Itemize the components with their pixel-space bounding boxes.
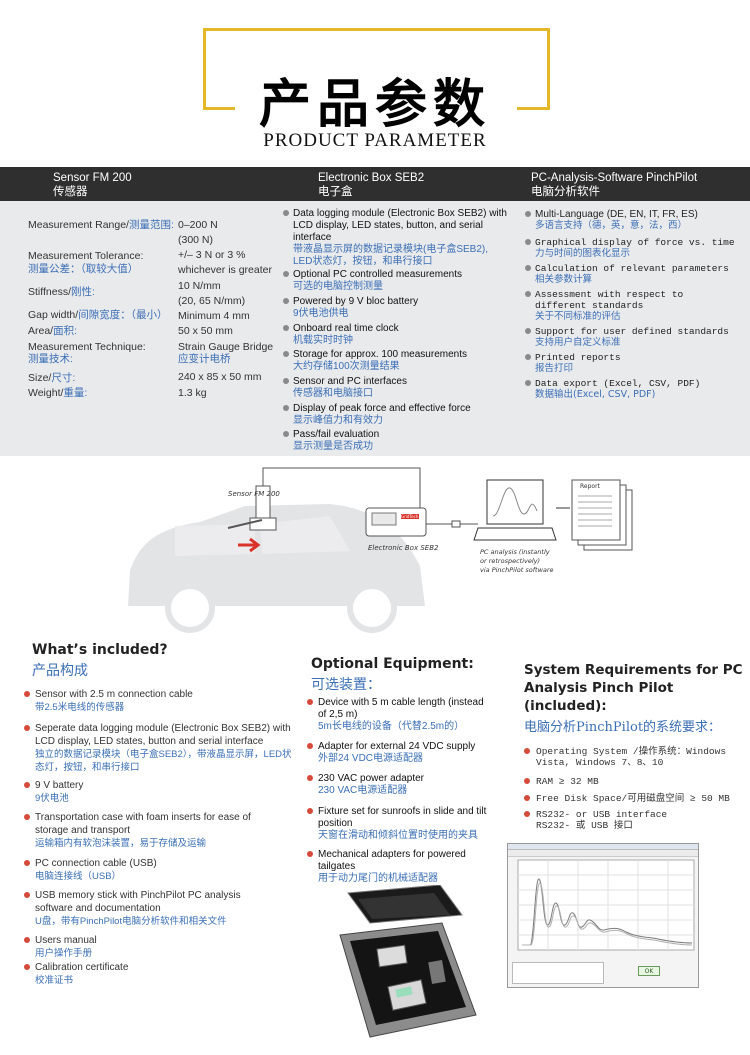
page-title: 产品参数 <box>258 74 491 135</box>
spec-weight-value: 1.3 kg <box>178 387 207 399</box>
included-title: What’s included? <box>32 642 168 658</box>
software-feature: Assessment with respect to different sta… <box>525 289 740 322</box>
spec-area-label: Area/面积: <box>28 325 78 337</box>
pc-label-2: or retrospectively) <box>480 557 540 565</box>
software-force-graph <box>517 859 695 951</box>
sensor-label: Sensor FM 200 <box>228 490 280 498</box>
included-item: Transportation case with foam inserts fo… <box>24 811 275 850</box>
spec-technique-value: Strain Gauge Bridge <box>178 341 274 353</box>
report-icon <box>571 479 621 541</box>
page-subtitle: PRODUCT PARAMETER <box>263 130 487 151</box>
optional-title-cn: 可选装置： <box>311 677 381 693</box>
box-feature: Data logging module (Electronic Box SEB2… <box>283 208 508 268</box>
report-label: Report <box>580 483 601 490</box>
spec-tolerance-value: +/– 3 N or 3 % <box>178 249 246 261</box>
software-menubar <box>508 850 698 857</box>
spec-size-value: 240 x 85 x 50 mm <box>178 371 262 383</box>
included-item: USB memory stick with PinchPilot PC anal… <box>24 889 260 928</box>
spec-gap-value: Minimum 4 mm <box>178 310 250 322</box>
spec-tolerance-label: Measurement Tolerance: <box>28 250 144 262</box>
optional-title: Optional Equipment: <box>311 656 474 672</box>
included-item: PC connection cable (USB)电脑连接线（USB） <box>24 857 290 883</box>
software-feature: Multi-Language (DE, EN, IT, FR, ES)多语言支持… <box>525 209 740 231</box>
spec-stiffness-value: 10 N/mm <box>178 280 221 292</box>
included-item: Seperate data logging module (Electronic… <box>24 722 293 774</box>
spec-technique-value-cn: 应变计电桥 <box>178 353 231 365</box>
requirements-title-cn: 电脑分析PinchPilot的系统要求： <box>524 720 722 735</box>
spec-technique-label-cn: 测量技术: <box>28 353 73 365</box>
car-wheel-front <box>165 583 215 633</box>
requirement-item: Free Disk Space/可用磁盘空间 ≥ 50 MB <box>524 793 741 804</box>
optional-item: Mechanical adapters for powered tailgate… <box>307 849 493 885</box>
software-window: OK <box>507 843 699 988</box>
spec-stiffness-value2: (20, 65 N/mm) <box>178 295 246 307</box>
spec-weight-label: Weight/重量: <box>28 387 88 399</box>
optional-item: Device with 5 m cable length (instead of… <box>307 697 493 733</box>
brand-logo: GridTech <box>401 514 419 519</box>
optional-item: Fixture set for sunroofs in slide and ti… <box>307 806 493 842</box>
spec-gap-label: Gap width/间隙宽度：（最小） <box>28 309 168 321</box>
spec-stiffness-label: Stiffness/刚性: <box>28 286 95 298</box>
requirement-item: Operating System /操作系统：Windows Vista, Wi… <box>524 746 741 768</box>
spec-table: Measurement Range/测量范围: 0–200 N (300 N) … <box>0 201 750 456</box>
software-titlebar <box>508 844 698 850</box>
requirement-item: RS232- or USB interface RS232- 或 USB 接口 <box>524 809 696 831</box>
setup-diagram: Sensor FM 200 GridTech Electronic Box SE… <box>128 467 633 633</box>
software-feature: Data export (Excel, CSV, PDF)数据输出(Excel,… <box>525 378 740 400</box>
requirements-title: System Requirements for PC Analysis Pinc… <box>524 662 743 714</box>
car-wheel-rear <box>347 583 397 633</box>
spec-area-value: 50 x 50 mm <box>178 325 233 337</box>
spec-tolerance-label-cn: 测量公差：（取较大值） <box>28 263 139 275</box>
carrying-case-image <box>339 885 477 1038</box>
box-label: Electronic Box SEB2 <box>368 544 439 552</box>
spec-tolerance-value2: whichever is greater <box>178 264 272 276</box>
box-feature: Display of peak force and effective forc… <box>283 403 508 427</box>
included-title-cn: 产品构成 <box>32 663 88 679</box>
spec-technique-label: Measurement Technique: <box>28 341 146 353</box>
spec-size-label: Size/尺寸: <box>28 372 76 384</box>
laptop-icon <box>486 479 544 525</box>
pc-label-1: PC analysis (instantly <box>480 548 550 556</box>
requirement-item: RAM ≥ 32 MB <box>524 776 741 787</box>
spec-range-value: 0–200 N <box>178 219 218 231</box>
pc-label-3: via PinchPilot software <box>480 566 554 574</box>
spec-range-label: Measurement Range/测量范围: <box>28 219 174 231</box>
software-result-table <box>512 962 604 984</box>
spec-range-value2: (300 N) <box>178 234 214 246</box>
software-ok-button[interactable]: OK <box>638 966 660 976</box>
force-arrow-icon <box>238 537 261 553</box>
